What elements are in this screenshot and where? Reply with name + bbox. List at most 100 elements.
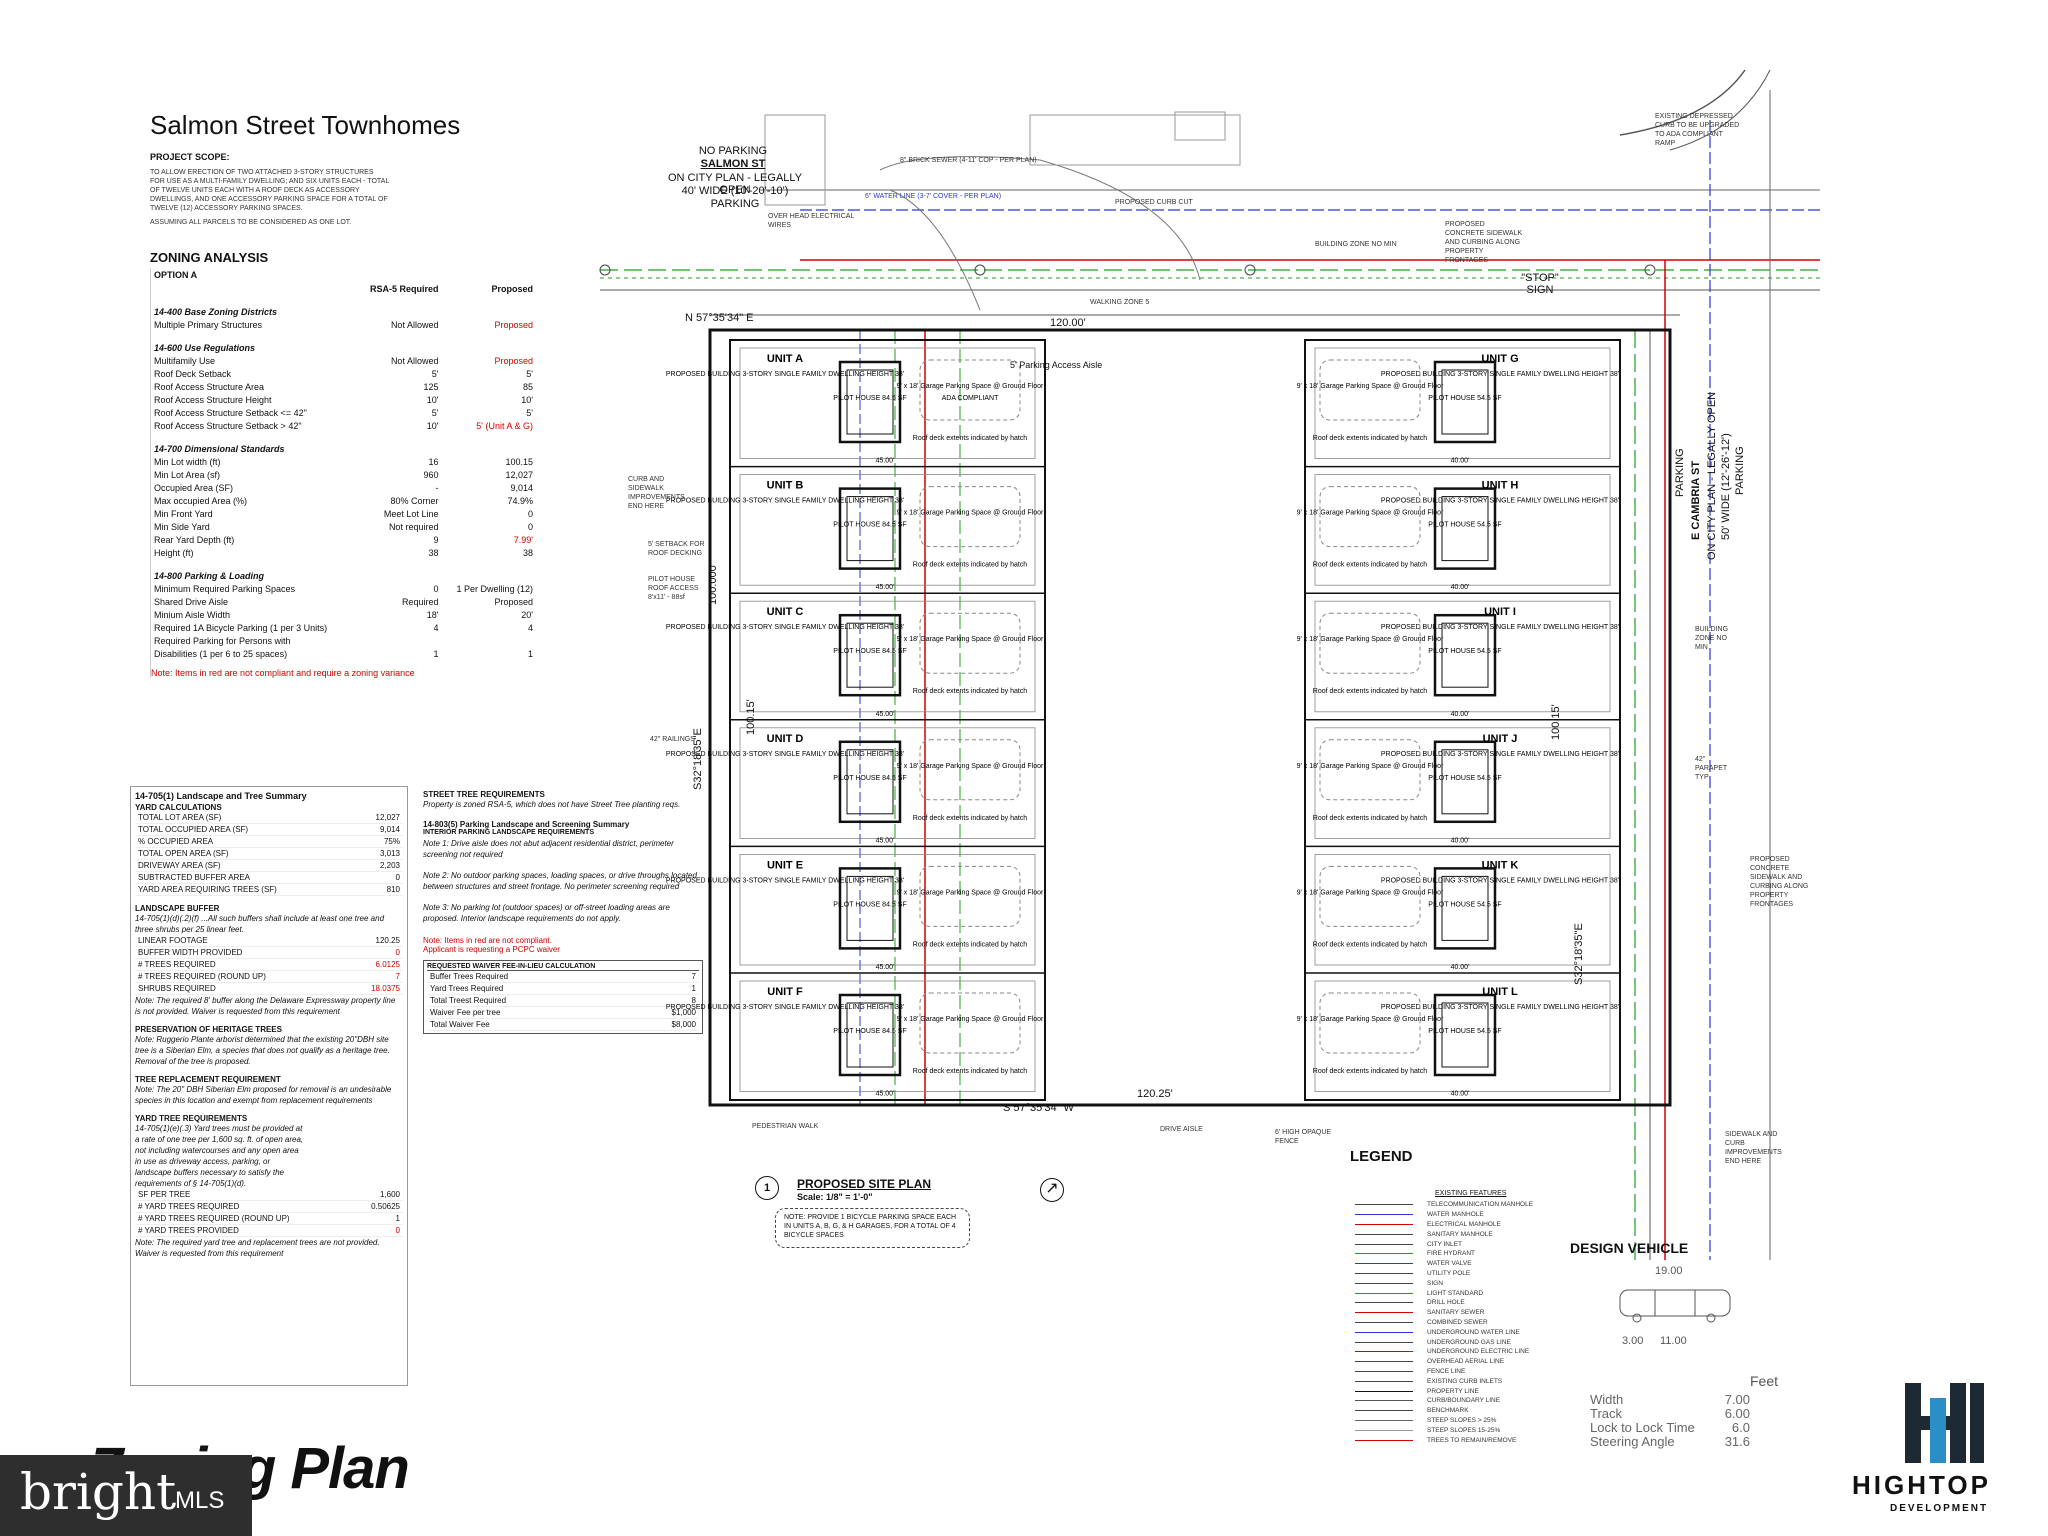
zoning-row-required: Meet Lot Line bbox=[383, 508, 439, 519]
legend-item-label: STEEP SLOPES 15-25% bbox=[1427, 1426, 1501, 1434]
buffer-label: LINEAR FOOTAGE bbox=[135, 935, 348, 947]
bearing-bottom: S 57°35'34" W bbox=[1003, 1102, 1074, 1114]
zoning-row-label: Min Front Yard bbox=[154, 508, 213, 519]
unit-inner bbox=[1314, 347, 1611, 459]
unit-name: UNIT E bbox=[767, 859, 803, 871]
design-vehicle-icon bbox=[1619, 1289, 1731, 1323]
yard-calc-row: TOTAL LOT AREA (SF)12,027 bbox=[135, 812, 403, 824]
legend-swatch-icon bbox=[1355, 1439, 1413, 1441]
zoning-col-proposed: Proposed bbox=[491, 283, 533, 294]
unit-name: UNIT F bbox=[767, 986, 803, 998]
zoning-row-label: Occupied Area (SF) bbox=[154, 482, 234, 493]
garage-space bbox=[1319, 992, 1421, 1054]
roof-deck-label: Roof deck extents indicated by hatch bbox=[913, 1068, 1028, 1075]
pilot-house-outer bbox=[838, 487, 902, 570]
legend-item-label: TELECOMMUNICATION MANHOLE bbox=[1427, 1201, 1534, 1209]
buffer-value: 0 bbox=[347, 946, 403, 959]
ada-label: ADA COMPLIANT bbox=[942, 395, 1000, 402]
site-plan-scale: Scale: 1/8" = 1'-0" bbox=[797, 1192, 873, 1202]
legend-swatch-icon bbox=[1355, 1321, 1413, 1323]
design-vehicle-label: Width bbox=[1590, 1392, 1624, 1407]
pedestrian-walk-label: PEDESTRIAN WALK bbox=[752, 1123, 819, 1130]
zoning-col-required: RSA-5 Required bbox=[369, 283, 439, 294]
utility-marker bbox=[974, 264, 986, 276]
legend-item: UTILITY POLE bbox=[1355, 1269, 1555, 1279]
pilot-house-inner bbox=[846, 496, 894, 562]
replacement-heading: TREE REPLACEMENT REQUIREMENT bbox=[135, 1075, 281, 1084]
garage-label: 9' x 18' Garage Parking Space @ Ground F… bbox=[897, 383, 1044, 390]
unit-inner bbox=[739, 474, 1036, 586]
yard-calc-value: 12,027 bbox=[356, 812, 403, 824]
garage-space bbox=[1319, 359, 1421, 421]
garage-label: 9' x 18' Garage Parking Space @ Ground F… bbox=[897, 1016, 1044, 1023]
zoning-row-proposed: Proposed bbox=[494, 596, 533, 607]
yard-tree-label: SF PER TREE bbox=[135, 1189, 355, 1201]
buffer-label: SHRUBS REQUIRED bbox=[135, 982, 348, 995]
pilot-house-outer bbox=[838, 740, 902, 824]
roof-deck-label: Roof deck extents indicated by hatch bbox=[1313, 435, 1428, 442]
yard-calc-row: TOTAL OPEN AREA (SF)3,013 bbox=[135, 847, 403, 860]
unit-desc-line: PROPOSED BUILDING 3-STORY SINGLE FAMILY … bbox=[1381, 624, 1619, 631]
yard-calc-value: 3,013 bbox=[356, 847, 403, 860]
zoning-row-label: Disabilities (1 per 6 to 25 spaces) bbox=[154, 648, 288, 659]
zoning-row-required: Required bbox=[401, 596, 439, 607]
yard-calc-label: DRIVEWAY AREA (SF) bbox=[135, 859, 357, 872]
buffer-value: 120.25 bbox=[347, 935, 403, 947]
roof-deck-label: Roof deck extents indicated by hatch bbox=[1313, 941, 1428, 948]
zoning-row-label: Roof Access Structure Setback <= 42" bbox=[154, 407, 307, 418]
zoning-row-label: Min Lot width (ft) bbox=[154, 456, 221, 467]
unit-name: UNIT I bbox=[1484, 606, 1516, 618]
legend-item-label: SIGN bbox=[1427, 1279, 1443, 1287]
company-name: HIGHTOP bbox=[1852, 1470, 1991, 1500]
garage-label: 9' x 18' Garage Parking Space @ Ground F… bbox=[1297, 889, 1444, 896]
unit-desc-line: PROPOSED BUILDING 3-STORY SINGLE FAMILY … bbox=[1381, 371, 1619, 378]
buffer-value: 6.0125 bbox=[347, 958, 403, 971]
yard-calc-label: TOTAL OCCUPIED AREA (SF) bbox=[135, 823, 357, 836]
legend-item: TREES TO REMAIN/REMOVE bbox=[1355, 1435, 1555, 1445]
legend-item: WATER MANHOLE bbox=[1355, 1210, 1555, 1220]
design-vehicle-length: 19.00 bbox=[1655, 1265, 1683, 1277]
zoning-row-label: Multiple Primary Structures bbox=[154, 319, 263, 330]
design-vehicle-dim-a: 3.00 bbox=[1622, 1335, 1644, 1347]
zoning-row-required: 16 bbox=[428, 456, 439, 467]
legend-item-label: WATER VALVE bbox=[1427, 1260, 1472, 1268]
setback-roof-label: 5' SETBACK FOR ROOF DECKING bbox=[648, 541, 705, 557]
zoning-spacer bbox=[151, 432, 356, 442]
legend-item-label: EXISTING CURB INLETS bbox=[1427, 1377, 1503, 1385]
zoning-row-proposed: 38 bbox=[522, 547, 533, 558]
hightop-logo-icon bbox=[1905, 1383, 1984, 1463]
unit-name: UNIT J bbox=[1483, 733, 1518, 745]
garage-space bbox=[1319, 612, 1421, 674]
pilot-house-inner bbox=[846, 749, 894, 815]
unit-desc-line: PROPOSED BUILDING 3-STORY SINGLE FAMILY … bbox=[666, 371, 904, 378]
unit-name: UNIT L bbox=[1482, 986, 1518, 998]
yard-calc-label: SUBTRACTED BUFFER AREA bbox=[135, 871, 357, 884]
pilot-house-outer bbox=[838, 360, 902, 444]
legend-swatch-icon bbox=[1355, 1370, 1413, 1372]
utility-marker bbox=[1644, 264, 1656, 276]
roof-deck-label: Roof deck extents indicated by hatch bbox=[913, 815, 1028, 822]
yard-tree-value: 1 bbox=[354, 1212, 403, 1225]
zoning-group-title: 14-800 Parking & Loading bbox=[154, 570, 265, 581]
garage-space bbox=[919, 739, 1021, 801]
legend-item: BENCHMARK bbox=[1355, 1406, 1555, 1416]
yard-calc-value: 0 bbox=[356, 871, 403, 884]
yard-tree-heading: YARD TREE REQUIREMENTS bbox=[135, 1114, 248, 1123]
pilot-house-label: PILOT HOUSE 84.5 SF bbox=[833, 775, 906, 782]
roof-deck-label: Roof deck extents indicated by hatch bbox=[1313, 688, 1428, 695]
legend-item-label: CITY INLET bbox=[1427, 1240, 1462, 1248]
zoning-row-proposed: 74.9% bbox=[507, 495, 533, 506]
site-plan-number: 1 bbox=[755, 1176, 779, 1200]
cambria-desc-1: ON CITY PLAN - LEGALLY OPEN bbox=[1706, 391, 1718, 560]
legend-item-label: UTILITY POLE bbox=[1427, 1269, 1471, 1277]
unit-width-label: 40.00' bbox=[1451, 964, 1470, 971]
salmon-street-desc-2: 40' WIDE (10'-20'-10') bbox=[681, 185, 789, 197]
